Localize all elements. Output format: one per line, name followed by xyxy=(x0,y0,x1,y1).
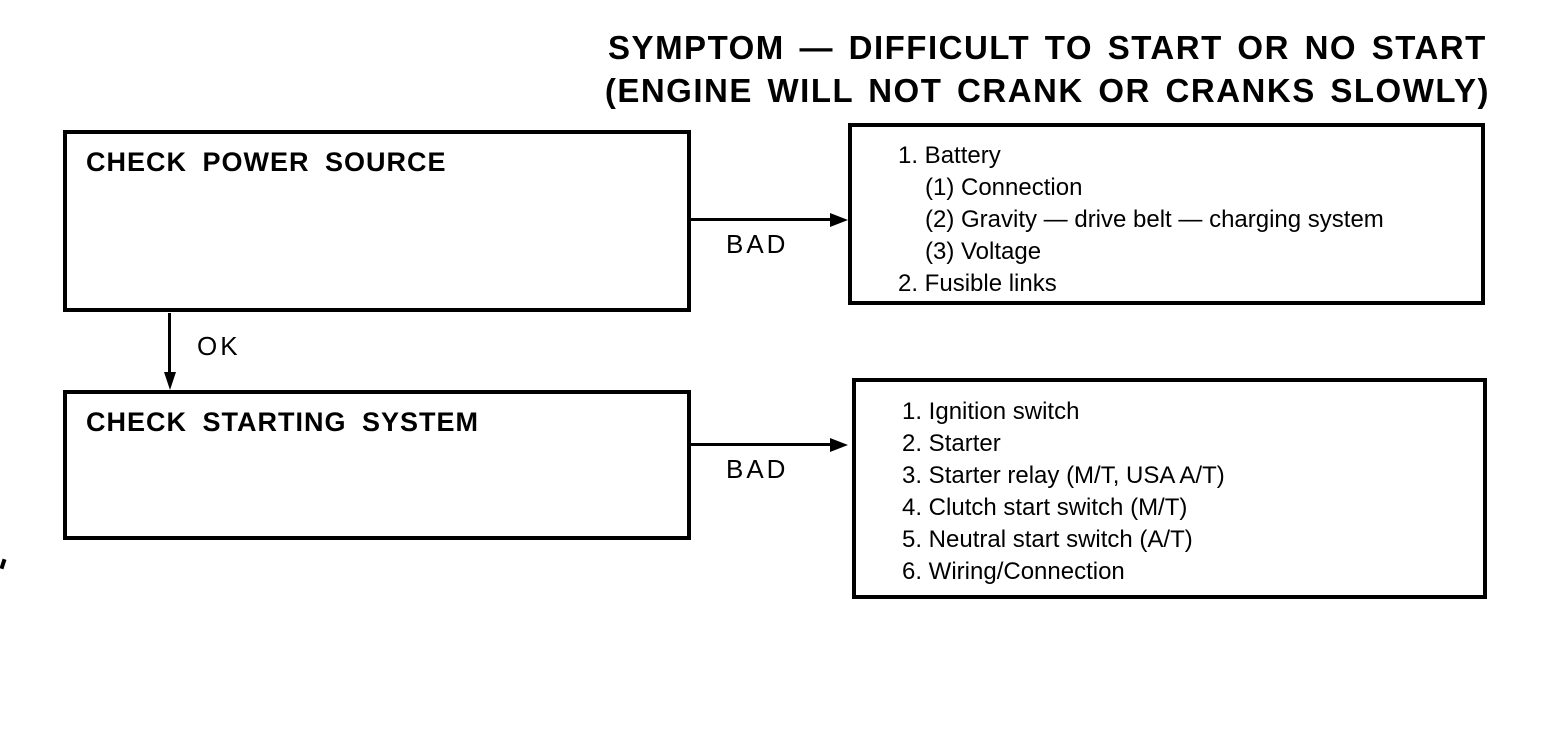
bad-arrow-power-source xyxy=(690,218,830,221)
cause-item: 6. Wiring/Connection xyxy=(902,558,1125,585)
ok-arrow xyxy=(168,313,171,372)
check-power-source-box: CHECK POWER SOURCE xyxy=(63,130,691,312)
check-starting-system-box: CHECK STARTING SYSTEM xyxy=(63,390,691,540)
bad-arrow-starting-system xyxy=(690,443,830,446)
cause-item: (1) Connection xyxy=(925,174,1083,201)
page-title: SYMPTOM — DIFFICULT TO START OR NO START… xyxy=(605,26,1490,112)
cause-item: (2) Gravity — drive belt — charging syst… xyxy=(925,206,1384,233)
check-power-source-label: CHECK POWER SOURCE xyxy=(86,147,447,177)
bad-label-power-source: BAD xyxy=(726,229,789,259)
starting-system-causes-box: 1. Ignition switch 2. Starter 3. Starter… xyxy=(852,378,1487,599)
cause-item: 3. Starter relay (M/T, USA A/T) xyxy=(902,462,1225,489)
cause-item: 2. Starter xyxy=(902,430,1001,457)
bad-label-starting-system: BAD xyxy=(726,454,789,484)
ok-label: OK xyxy=(197,331,241,361)
title-line-2: (ENGINE WILL NOT CRANK OR CRANKS SLOWLY) xyxy=(604,72,1490,109)
scan-artifact-mark xyxy=(0,558,7,570)
cause-item: 5. Neutral start switch (A/T) xyxy=(902,526,1193,553)
title-line-1: SYMPTOM — DIFFICULT TO START OR NO START xyxy=(608,29,1487,66)
check-starting-system-label: CHECK STARTING SYSTEM xyxy=(86,407,480,437)
power-source-causes-box: 1. Battery (1) Connection (2) Gravity — … xyxy=(848,123,1485,305)
cause-item: 2. Fusible links xyxy=(898,270,1057,297)
cause-item: 4. Clutch start switch (M/T) xyxy=(902,494,1188,521)
cause-item: (3) Voltage xyxy=(925,238,1042,265)
cause-item: 1. Battery xyxy=(898,142,1001,169)
cause-item: 1. Ignition switch xyxy=(902,398,1080,425)
